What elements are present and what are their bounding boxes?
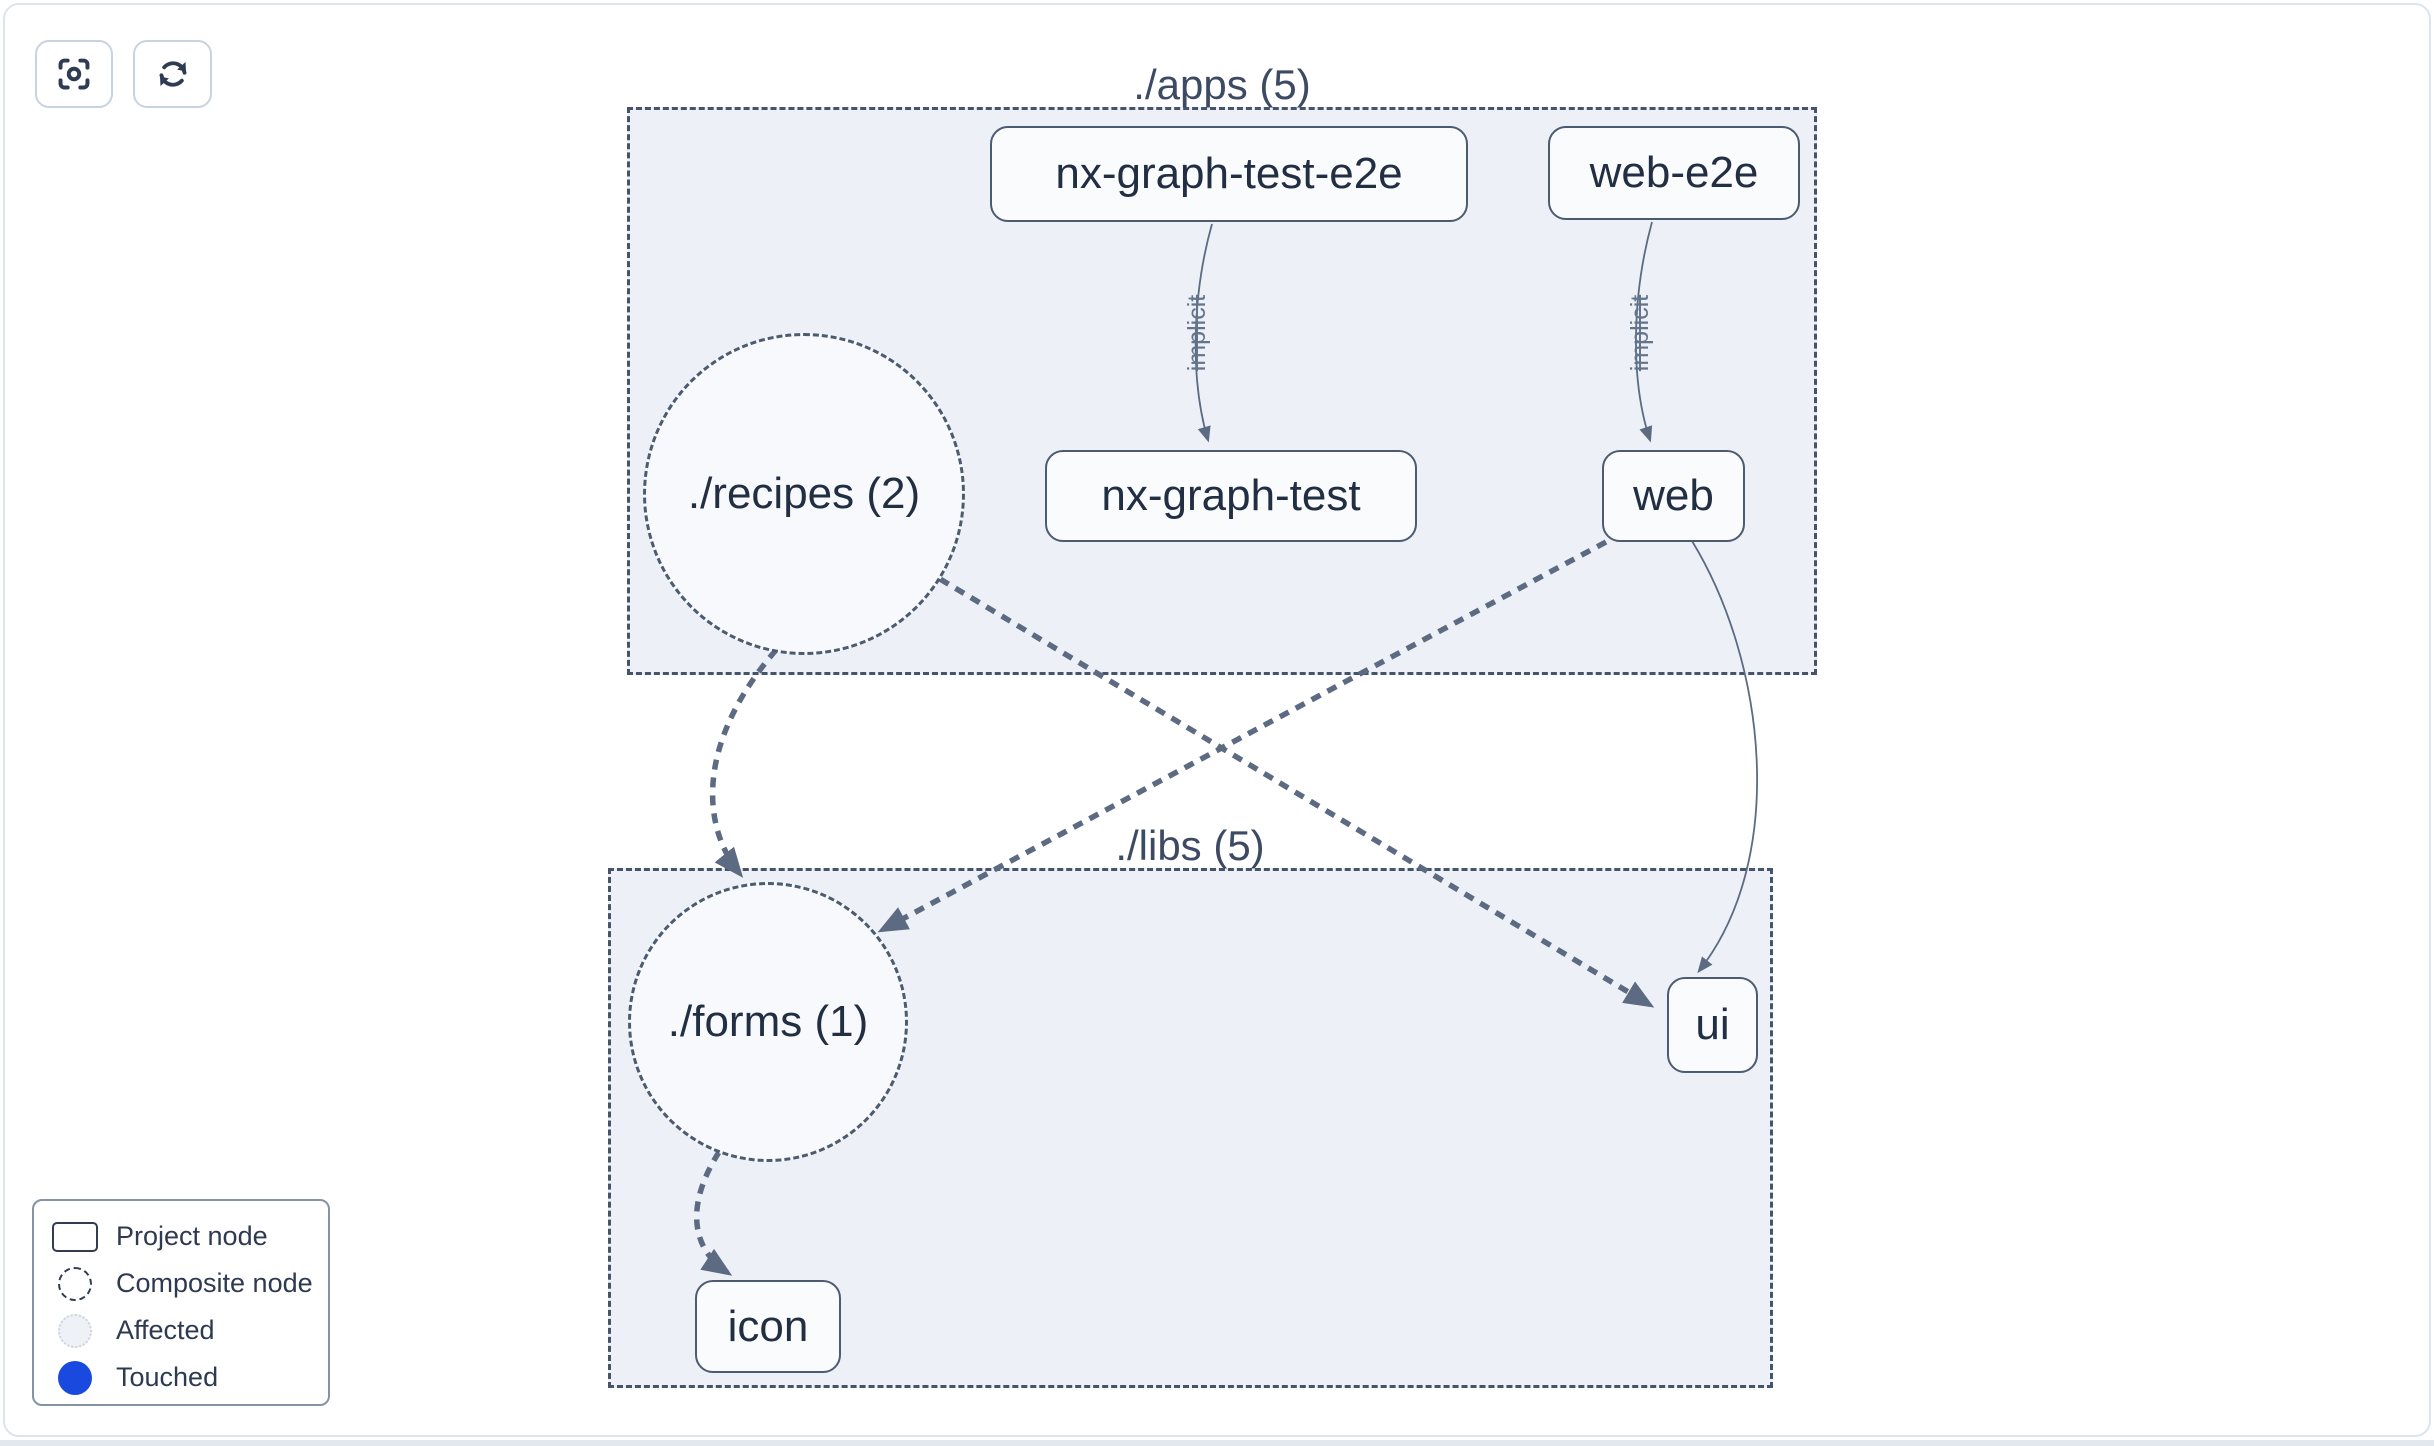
composite-node-label: ./recipes (2) [687,469,921,518]
legend-label: Project node [116,1221,268,1251]
project-node-web[interactable]: web [1602,450,1745,542]
refresh-button[interactable] [133,40,212,108]
cluster-libs-title: ./libs (5) [1115,822,1265,869]
project-node-nx-graph-test-e2e[interactable]: nx-graph-test-e2e [990,126,1468,222]
legend-item-touched: Touched [34,1354,328,1401]
edge-label-implicit: implicit [1625,294,1654,372]
touched-swatch [58,1360,92,1395]
project-node-label: nx-graph-test [1101,471,1361,520]
project-node-label: web [1633,471,1714,520]
edge-nx-graph-test-e2e-to-nx-graph-test [1194,223,1213,443]
legend-item-composite-node: Composite node [34,1260,328,1307]
project-node-web-e2e[interactable]: web-e2e [1548,126,1800,220]
edge-web-e2e-to-web [1635,221,1653,443]
project-node-nx-graph-test[interactable]: nx-graph-test [1045,450,1417,542]
project-node-ui[interactable]: ui [1667,977,1758,1073]
project-node-label: ui [1695,1000,1730,1049]
project-node-icon[interactable]: icon [695,1280,841,1373]
composite-node-swatch [58,1266,92,1301]
page-bottom-strip [0,1440,2434,1446]
focus-button[interactable] [35,40,113,108]
legend-item-project-node: Project node [34,1213,328,1260]
edge-recipes-to-forms [709,648,779,878]
composite-node-forms[interactable]: ./forms (1) [628,882,908,1162]
edge-label-implicit: implicit [1182,294,1211,372]
project-node-label: nx-graph-test-e2e [1055,149,1403,198]
composite-node-label: ./forms (1) [667,997,869,1046]
legend-label: Composite node [116,1268,313,1298]
project-node-swatch [52,1221,98,1252]
edge-web-to-forms [877,539,1608,933]
legend: Project node Composite node Affected Tou… [32,1199,330,1406]
composite-node-recipes[interactable]: ./recipes (2) [643,333,965,655]
edge-web-to-ui [1691,540,1759,974]
edge-forms-to-icon [693,1150,733,1276]
legend-label: Touched [116,1362,219,1392]
edge-recipes-to-ui [938,576,1655,1008]
cluster-apps-title: ./apps (5) [1133,61,1311,108]
affected-swatch [58,1313,92,1348]
refresh-icon [154,55,192,93]
legend-label: Affected [116,1315,215,1345]
legend-item-affected: Affected [34,1307,328,1354]
scan-focus-icon [55,55,93,93]
project-node-label: icon [727,1301,809,1351]
project-node-label: web-e2e [1589,148,1759,197]
